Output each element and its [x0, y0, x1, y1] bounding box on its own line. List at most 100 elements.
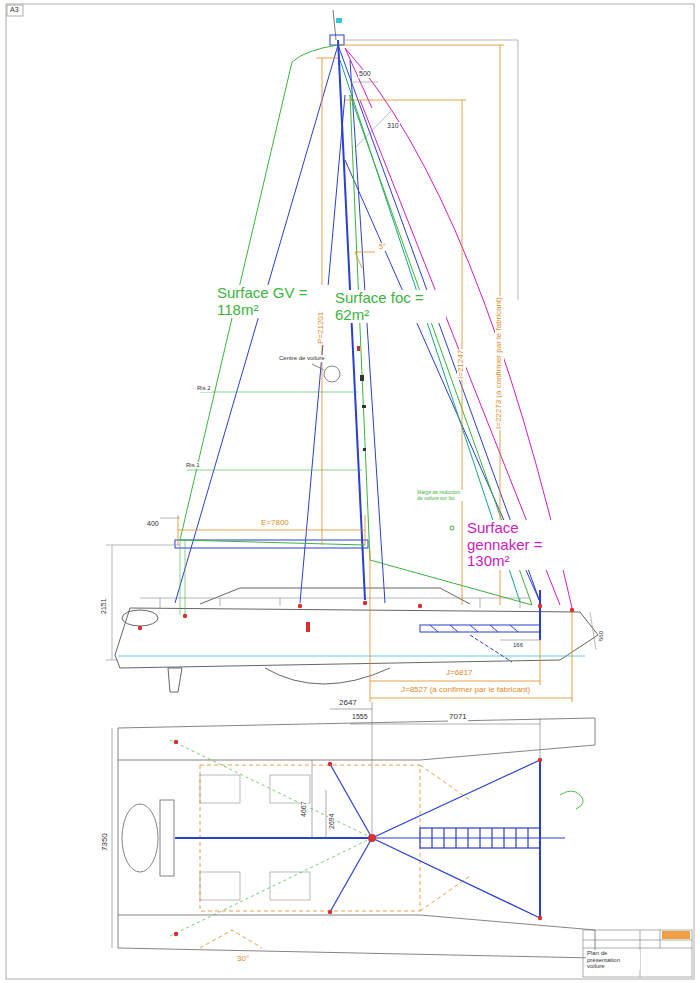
mainsail [180, 45, 365, 615]
plan-cabin-outline-path [200, 930, 262, 948]
plan-sheet-lines-line [170, 740, 372, 838]
dimension: 7350 [101, 832, 110, 852]
mast-fittings-rect [357, 346, 360, 351]
plan-hull-outline-path [118, 745, 595, 760]
plan-rigging-line [330, 838, 372, 912]
plan-rigging-rect [420, 828, 540, 848]
plan-markers-circle [174, 932, 178, 936]
dimension: J=8527 (à confirmer par le fabricant) [400, 686, 531, 695]
rigging-line [539, 590, 541, 640]
plan-rigging-line [503, 828, 504, 848]
mainsail-line [180, 540, 181, 615]
plan-dimensions-line [372, 724, 540, 725]
dimension-lines-line [355, 252, 362, 268]
plan-hull-outline-path [118, 915, 595, 930]
dimension: 400 [146, 520, 160, 528]
grey-dimensions-line [106, 545, 180, 546]
plan-rigging-line [455, 828, 456, 848]
title-block-rect [662, 931, 690, 939]
plan-rigging-line [479, 828, 480, 848]
plan-hull-outline-rect [200, 775, 240, 803]
plan-cabin-outline [200, 765, 470, 948]
deck-markers-circle [138, 626, 142, 630]
deck-markers [138, 601, 574, 632]
hull-profile-line [220, 598, 221, 606]
plan-markers-circle [538, 916, 542, 920]
dimension-lines-line [345, 100, 466, 101]
plan-sheet-lines [170, 740, 372, 936]
mainsail-line [187, 470, 362, 471]
hull-profile-path [115, 608, 598, 668]
dimension: 2151 [100, 597, 108, 615]
plan-dimensions-line [350, 724, 372, 725]
mast-fittings-rect [336, 18, 342, 23]
dimension: J=6817 [445, 669, 473, 678]
rigging-line [510, 625, 518, 632]
sail-centre-circle [324, 366, 340, 382]
dimension: 2647 [338, 699, 358, 708]
mast-fittings-rect [363, 448, 366, 451]
plan-hull-outline-line [118, 948, 595, 958]
note: Marge de réduction de voilure sur foc [416, 490, 464, 501]
plan-rigging-line [527, 828, 528, 848]
dimension: I=21247 [457, 349, 466, 380]
plan-hull-outline-rect [160, 800, 174, 876]
plan-rigging-line [467, 828, 468, 848]
reef-label: Ris 1 [185, 462, 201, 469]
rigging-rect [420, 625, 540, 632]
sheet-size: A3 [9, 6, 20, 14]
dimension-lines-line [178, 515, 179, 545]
plan-markers-circle [328, 910, 332, 914]
plan-rigging-line [372, 760, 540, 838]
reef-label: Ris 2 [196, 385, 212, 392]
plan-rigging-line [372, 838, 540, 918]
deck-markers-circle [418, 604, 422, 608]
dimension-lines-line [370, 681, 540, 682]
jib-circle [450, 526, 454, 530]
grey-dimensions-line [112, 545, 113, 660]
plan-hull-outline [118, 718, 595, 958]
rigging-line [470, 625, 478, 632]
dimension-lines-line [370, 698, 572, 699]
plan-markers [174, 740, 542, 936]
dimension: 7071 [448, 713, 468, 722]
plan-cabin-outline-line [420, 765, 470, 800]
dimension: 560 [598, 630, 605, 642]
rigging-line [490, 625, 498, 632]
title-block-line [583, 948, 692, 949]
plan-hull-outline-rect [270, 872, 310, 900]
deck-markers-circle [538, 604, 542, 608]
dimension: 310 [386, 122, 400, 130]
dimension: 2694 [328, 812, 336, 830]
dimension: 4667 [300, 800, 308, 818]
plan-dimensions-line [326, 790, 327, 838]
plan-rigging-line [443, 828, 444, 848]
dimension: E=7800 [260, 519, 290, 528]
sail-area: Surface foc = 62m² [334, 290, 446, 323]
grey-dimensions-line [350, 82, 378, 83]
dimension: P=21201 [317, 311, 326, 345]
grey-dimensions-line [106, 660, 118, 661]
rigging-line [175, 45, 338, 603]
title-block-rect [583, 930, 692, 977]
title-block [583, 930, 692, 977]
plan-dimensions [112, 702, 540, 948]
grey-dimensions-line [518, 40, 519, 300]
plan-rigging-line [431, 828, 432, 848]
rigging-line [300, 95, 345, 603]
dimension-lines-line [340, 45, 504, 46]
plan-hull-outline-path [560, 791, 583, 809]
hull-profile-line [280, 598, 281, 606]
part-label: Centre de voilure [278, 355, 326, 362]
plan-hull-outline-rect [200, 872, 240, 900]
drawing-frame-rect [7, 5, 23, 16]
plan-markers-circle [328, 762, 332, 766]
grey-dimensions-line [345, 40, 518, 41]
dimension-lines-line [178, 530, 365, 531]
dimension-lines-line [355, 252, 375, 253]
plan-dimensions-line [330, 709, 372, 710]
gennaker [345, 48, 572, 608]
dimension: 166 [512, 642, 524, 649]
rigging-rect [330, 35, 344, 45]
dimension: I=22273 (à confirmer par le fabricant) [495, 296, 504, 430]
